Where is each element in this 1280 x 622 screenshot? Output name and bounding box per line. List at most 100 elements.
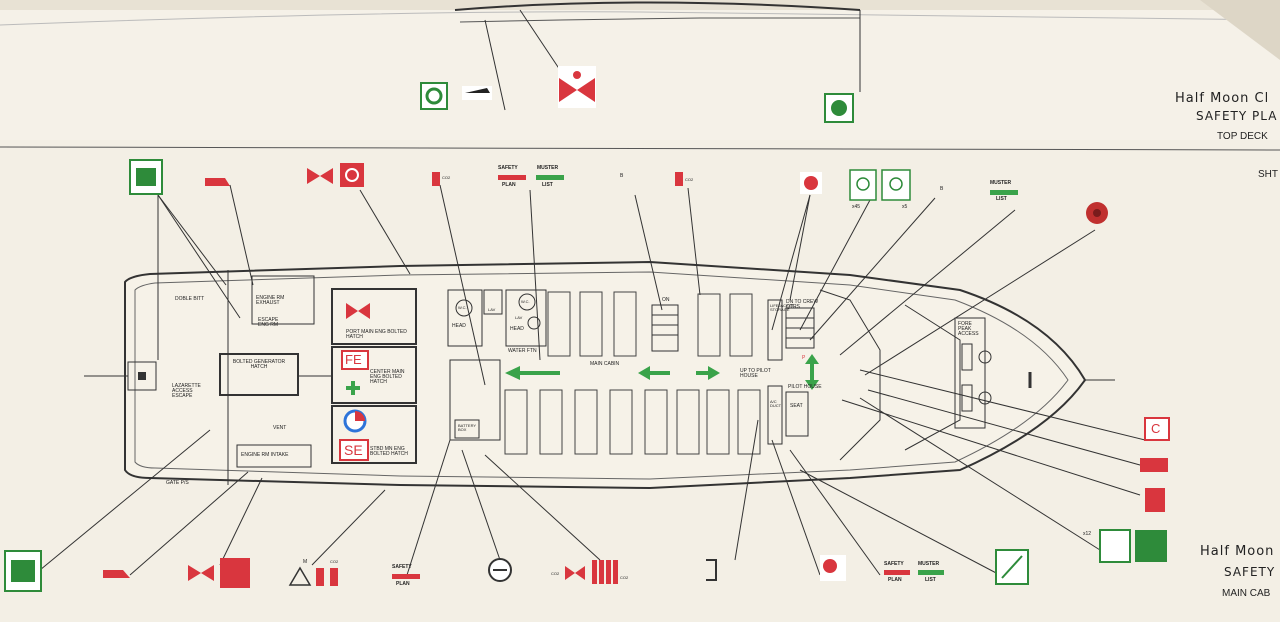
seat-box <box>785 391 809 437</box>
fore-peak-label: FORE PEAK ACCESS <box>958 321 979 337</box>
battery-box <box>454 419 480 439</box>
head-room <box>447 289 483 347</box>
engine-rm-exhaust-box <box>251 275 315 325</box>
co2-bank-icon <box>565 560 618 584</box>
co2-extinguisher-icon-1 <box>432 172 440 186</box>
seats-upper <box>547 291 753 357</box>
plan-label-bottom: PLAN <box>396 581 410 587</box>
fe-icon <box>341 350 369 370</box>
life-raft-icon-2 <box>1135 530 1167 562</box>
se-icon <box>339 439 369 461</box>
first-aid-icon <box>346 381 360 395</box>
main-cabin-deck-label: MAIN CAB <box>1222 588 1271 599</box>
life-ring-icon <box>343 409 367 433</box>
emergency-stop-icon-bottom <box>820 555 846 581</box>
top-deck-deck-label: TOP DECK <box>1217 131 1268 142</box>
co2-label-2: CO2 <box>685 177 694 182</box>
lazarette-label: LAZARETTE ACCESS ESCAPE <box>172 383 201 399</box>
port-eng-hatch-label: PORT MAIN ENG BOLTED HATCH <box>346 329 407 340</box>
stbd-main-eng-hatch-box <box>331 405 417 464</box>
safety-plan-icon-bottom-2 <box>884 570 944 575</box>
center-main-eng-hatch-box <box>331 346 417 404</box>
lifejacket-storage-label: LIFEJACKET STORAGE <box>770 304 794 312</box>
b-label: B <box>940 186 944 192</box>
x45-label: x45 <box>852 204 861 210</box>
ventilation-icon <box>488 558 512 582</box>
emergency-pump-icon <box>1086 202 1108 224</box>
x12-label: x12 <box>1083 531 1092 537</box>
anchor-winch-1 <box>961 343 992 371</box>
main-cabin-plan-title: SAFETY <box>1224 565 1276 579</box>
ac-duct-label: A/C DUCT <box>770 399 782 408</box>
fuel-shutoff-icon-bottom <box>103 570 130 578</box>
plan-label-bottom-2: PLAN <box>888 577 902 583</box>
fore-peak-access <box>954 317 986 429</box>
safety-plan-icon-bottom <box>392 574 420 579</box>
co2-label-4: CO2 <box>551 571 560 576</box>
head-label: HEAD <box>452 323 466 329</box>
top-fire-valve-icon <box>558 66 596 108</box>
fe-label: FE <box>345 352 362 367</box>
lav-label-2: LAV <box>515 315 523 320</box>
fire-alarm-icon <box>1144 417 1170 441</box>
fire-valve-icon <box>307 163 364 187</box>
escape-eng-rm-label: ESCAPE ENG RM <box>258 317 279 328</box>
port-hatch-valve-icon <box>346 303 370 319</box>
safety-plan-icon <box>498 175 526 180</box>
co2-label-3: CO2 <box>330 559 339 564</box>
stairs-crew <box>785 307 815 349</box>
co2-extinguisher-icon-2 <box>675 172 683 186</box>
bolted-generator-hatch <box>219 353 299 396</box>
port-main-eng-hatch-box <box>331 288 417 345</box>
main-hull-outline <box>124 260 1087 490</box>
sheet-label: SHT <box>1258 169 1278 180</box>
lav-label-1: LAV <box>488 307 496 312</box>
fire-hose-cabinet-icon <box>129 159 163 195</box>
top-deck-plan-title: SAFETY PLA <box>1196 109 1278 123</box>
co2-label-5: CO2 <box>620 575 629 580</box>
life-raft-icon-1 <box>1099 529 1131 563</box>
up-to-pilot-house-label: UP TO PILOT HOUSE <box>740 368 771 379</box>
battery-box-label: BATTERY BOX <box>458 423 477 432</box>
c-label: C <box>1151 421 1161 436</box>
safety-label-bottom-2: SAFETY <box>884 561 904 567</box>
paper-top <box>0 10 1280 160</box>
stbd-eng-hatch-label: STBD MN ENG BOLTED HATCH <box>370 446 408 457</box>
main-cabin-vessel-name: Half Moon <box>1200 544 1275 559</box>
fuel-shutoff-icon <box>205 178 230 186</box>
se-label: SE <box>344 442 363 458</box>
generator-hatch-label: BOLTED GENERATOR HATCH <box>232 359 286 370</box>
x5-label: x5 <box>902 204 908 210</box>
engine-rm-intake-label: ENGINE RM INTAKE <box>241 452 289 458</box>
dn-to-crew-label: DN TO CREW QTRS <box>786 299 819 310</box>
emergency-lighting-icon <box>706 559 717 581</box>
fire-damper-icon <box>1140 458 1168 472</box>
wc-label-1: W.C. <box>458 305 467 310</box>
gate-ps-label: GATE P/S <box>166 480 189 486</box>
seat-label: SEAT <box>790 403 803 409</box>
fire-valve-icon-bottom <box>188 558 250 588</box>
water-ftn-label: WATER FTN <box>508 348 537 354</box>
foam-extinguisher-icon <box>288 566 338 586</box>
safety-label: SAFETY <box>498 165 518 171</box>
p-label: P <box>802 355 806 361</box>
b-label-2: B <box>620 173 624 179</box>
seats-lower <box>504 389 761 455</box>
stairs-main <box>651 304 679 352</box>
life-jacket-icon-2 <box>881 169 911 201</box>
evacuation-arrow-left-1 <box>505 366 560 380</box>
vent-label: VENT <box>273 425 287 431</box>
engine-rm-exhaust-label: ENGINE RM EXHAUST <box>256 295 285 306</box>
life-jacket-icon-1 <box>849 169 877 201</box>
wc-label-2: W.C. <box>521 299 530 304</box>
evacuation-arrow-right <box>696 366 720 380</box>
top-fire-hose-icon <box>462 86 492 100</box>
head-label-2: HEAD <box>510 326 524 332</box>
top-deck-vessel-name: Half Moon Cl <box>1175 91 1270 106</box>
muster-list-icon-2 <box>990 190 1018 195</box>
co2-label-1: CO2 <box>442 175 451 180</box>
muster-label-bottom: MUSTER <box>918 561 940 567</box>
ring-buoy-light-icon <box>995 549 1029 585</box>
pilot-house-label: PILOT HOUSE <box>788 384 822 390</box>
